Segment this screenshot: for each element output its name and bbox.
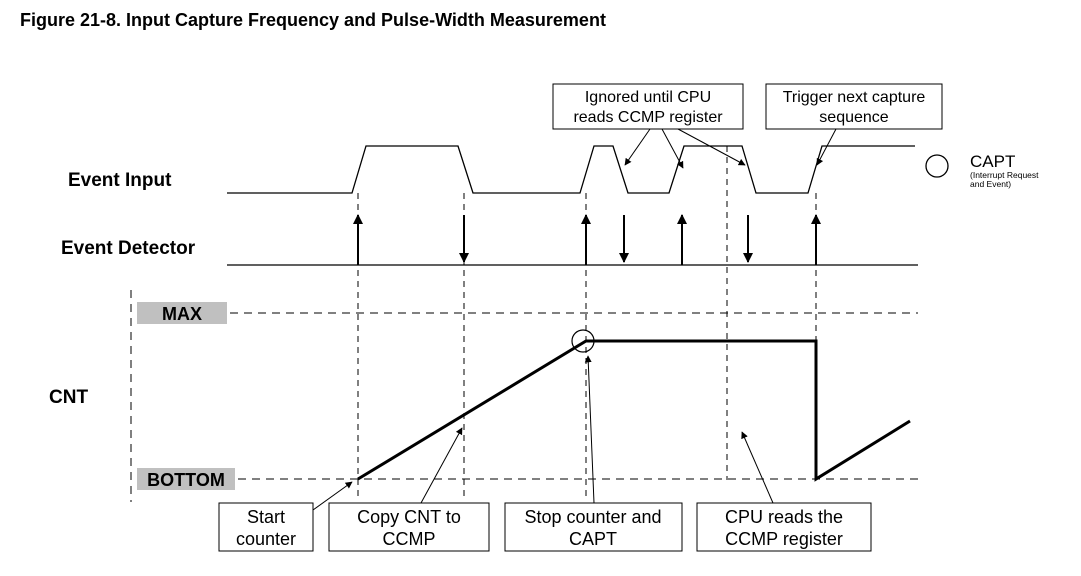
max-level-box xyxy=(137,302,227,324)
capt-legend-sub1: (Interrupt Request xyxy=(970,170,1039,180)
callout-ignored: Ignored until CPU reads CCMP register xyxy=(552,83,744,130)
callout-cpu-reads: CPU reads the CCMP register xyxy=(696,502,872,552)
max-label: MAX xyxy=(162,304,202,324)
event-detector-label: Event Detector xyxy=(61,238,196,259)
capture-marker xyxy=(571,329,595,353)
bottom-label: BOTTOM xyxy=(147,470,225,490)
callout-stop-line2: CAPT xyxy=(569,529,617,549)
bottom-level-box xyxy=(137,468,235,490)
top-callout-arrows xyxy=(624,128,837,169)
time-markers xyxy=(357,146,817,500)
capt-legend-sub2: and Event) xyxy=(970,179,1011,189)
callout-copy-line2: CCMP xyxy=(383,529,436,549)
callout-copy-line1: Copy CNT to xyxy=(357,507,461,527)
cnt-waveform xyxy=(357,339,911,482)
callout-trigger-line1: Trigger next capture xyxy=(783,89,926,106)
callout-trigger-line2: sequence xyxy=(819,109,888,126)
capt-legend-label: CAPT xyxy=(970,152,1015,171)
callout-copy-cnt: Copy CNT to CCMP xyxy=(328,502,490,552)
figure-title: Figure 21-8. Input Capture Frequency and… xyxy=(20,10,606,30)
callout-start-line2: counter xyxy=(236,529,296,549)
callout-ignored-line2: reads CCMP register xyxy=(573,109,723,126)
callout-start-line1: Start xyxy=(247,507,285,527)
callout-stop-counter: Stop counter and CAPT xyxy=(504,502,683,552)
callout-ignored-line1: Ignored until CPU xyxy=(585,89,711,106)
bottom-callout-arrows xyxy=(312,355,774,511)
callout-cpu-line1: CPU reads the xyxy=(725,507,843,527)
capt-legend-icon xyxy=(925,154,949,178)
callout-stop-line1: Stop counter and xyxy=(524,507,661,527)
callout-start-counter: Start counter xyxy=(218,502,314,552)
callout-cpu-line2: CCMP register xyxy=(725,529,843,549)
event-input-label: Event Input xyxy=(68,170,172,191)
event-detector-arrows xyxy=(353,214,821,265)
callout-trigger: Trigger next capture sequence xyxy=(765,83,943,130)
cnt-label: CNT xyxy=(49,387,88,408)
event-input-waveform xyxy=(227,145,915,194)
